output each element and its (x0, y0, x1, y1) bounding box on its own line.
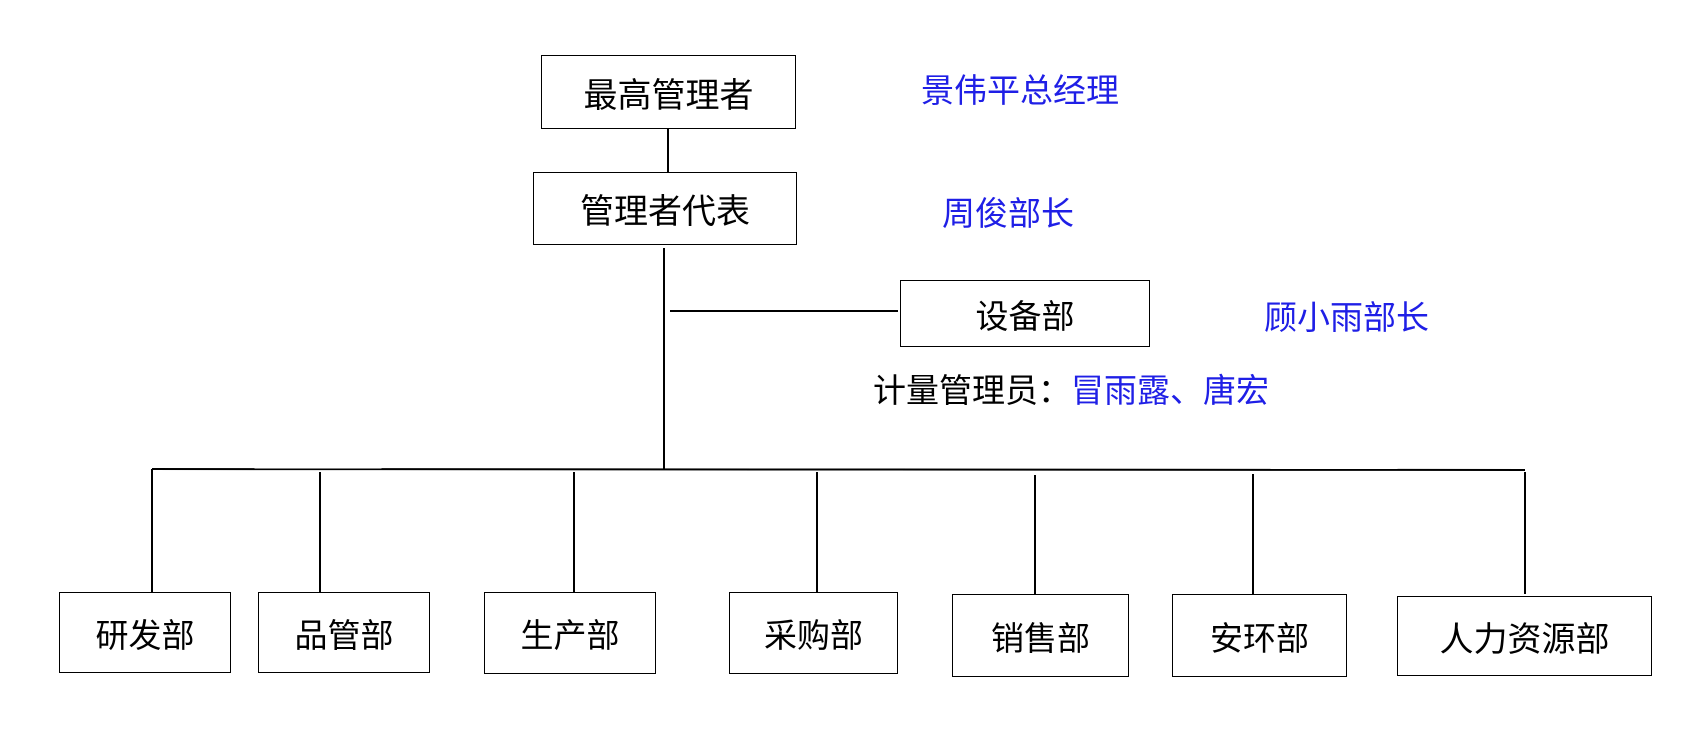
top-manager-box: 最高管理者 (541, 55, 796, 129)
equipment-dept-person: 顾小雨部长 (1264, 298, 1429, 337)
dept-box-sales: 销售部 (952, 594, 1129, 677)
dept-box-production: 生产部 (484, 592, 656, 674)
connector-bus (151, 468, 1526, 471)
dept-label: 品管部 (294, 615, 394, 655)
dept-box-rd: 研发部 (59, 592, 231, 673)
dept-box-procurement: 采购部 (729, 592, 898, 674)
equipment-dept-box: 设备部 (900, 280, 1150, 347)
dept-box-hr: 人力资源部 (1397, 596, 1652, 676)
dept-box-qc: 品管部 (258, 592, 430, 673)
dept-label: 安环部 (1210, 618, 1309, 658)
equipment-dept-label: 设备部 (975, 296, 1075, 336)
dept-label: 销售部 (991, 618, 1090, 658)
dept-label: 研发部 (95, 615, 195, 655)
management-rep-person: 周俊部长 (942, 194, 1074, 233)
top-manager-label: 最高管理者 (583, 75, 754, 116)
management-rep-box: 管理者代表 (533, 172, 797, 245)
dept-label: 生产部 (520, 616, 620, 655)
top-manager-person: 景伟平总经理 (921, 71, 1119, 110)
dept-label: 人力资源部 (1439, 619, 1610, 660)
metrology-label: 计量管理员： (873, 371, 1071, 410)
management-rep-label: 管理者代表 (580, 192, 750, 232)
dept-box-safety-env: 安环部 (1172, 594, 1347, 677)
metrology-staff: 计量管理员：冒雨露、唐宏 (873, 374, 1269, 407)
dept-label: 采购部 (764, 616, 863, 655)
metrology-names: 冒雨露、唐宏 (1071, 371, 1269, 410)
